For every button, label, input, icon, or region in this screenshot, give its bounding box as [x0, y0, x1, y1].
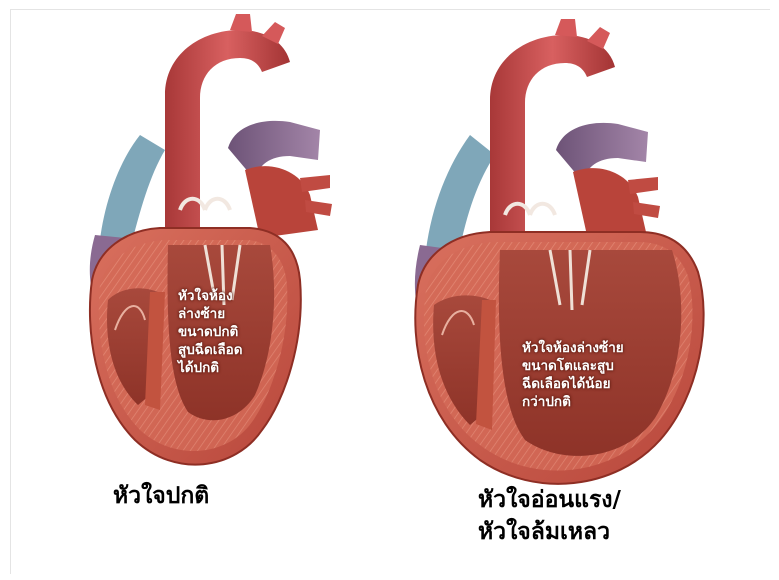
failure-heart-annotation: หัวใจห้องล่างซ้าย ขนาดโตและสูบ ฉีดเลือดไ…	[522, 339, 692, 411]
normal-heart-annotation: หัวใจห้อง ล่างซ้าย ขนาดปกติ สูบฉีดเลือด …	[178, 287, 290, 377]
normal-heart-caption: หัวใจปกติ	[113, 480, 313, 512]
failure-heart	[415, 19, 704, 484]
failure-heart-caption: หัวใจอ่อนแรง/ หัวใจล้มเหลว	[478, 484, 718, 548]
normal-heart	[90, 14, 332, 465]
